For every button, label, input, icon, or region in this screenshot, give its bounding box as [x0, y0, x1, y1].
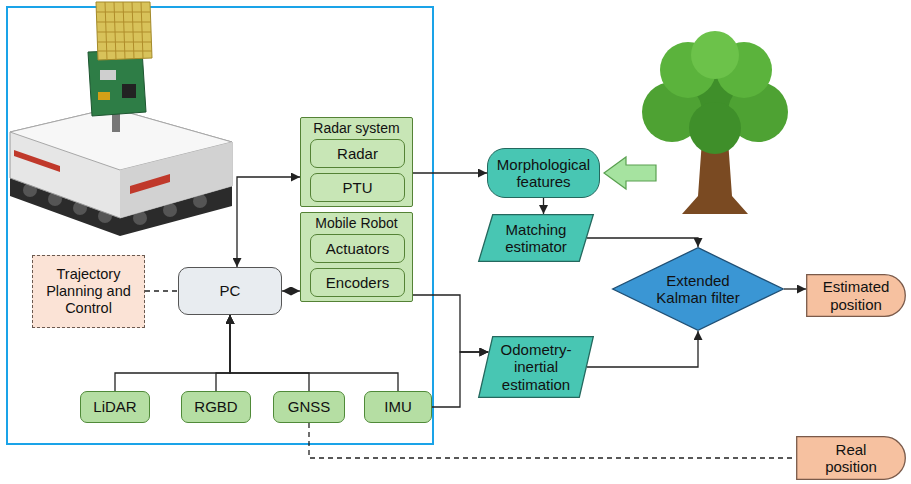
sensor-box: IMU [364, 391, 432, 423]
text-stack: Trajectory Planning and Control [37, 266, 140, 316]
connector [145, 290, 178, 291]
connector [432, 352, 488, 407]
component-box: Radar [310, 139, 405, 168]
outline-path [807, 275, 906, 317]
text-stack: Matching estimator [496, 221, 576, 256]
sensor-box: LiDAR [80, 391, 150, 423]
component-box: Encoders [310, 268, 405, 297]
node-label: RGBD [186, 398, 246, 415]
text-stack: PTU [315, 179, 400, 196]
text-stack: Estimated position [818, 278, 894, 313]
text-stack: GNSS [278, 398, 340, 415]
component-box: Actuators [310, 234, 405, 263]
text-stack: PC [183, 282, 277, 299]
connector [237, 177, 300, 267]
node-label: LiDAR [85, 398, 145, 415]
feature-arrow [604, 157, 656, 189]
computer-box: PC [178, 267, 282, 315]
decision-diamond: Extended Kalman filter [612, 247, 784, 331]
sensor-box: GNSS [273, 391, 345, 423]
connector [413, 295, 488, 352]
sensor-box: RGBD [181, 391, 251, 423]
node-label: Odometry-inertial estimation [496, 341, 576, 393]
text-stack: Extended Kalman filter [655, 272, 741, 307]
node-label: PTU [315, 179, 400, 196]
node-label: GNSS [278, 398, 340, 415]
node-label: Matching estimator [496, 221, 576, 256]
subsystem-box: Radar systemRadarPTU [300, 117, 413, 207]
connector [216, 315, 230, 391]
text-stack: IMU [369, 398, 427, 415]
data-parallelogram: Matching estimator [478, 214, 594, 262]
node-label: Estimated position [818, 278, 894, 313]
node-label: Morphological features [492, 156, 595, 191]
component-box: PTU [310, 173, 405, 202]
connector [587, 238, 698, 247]
text-stack: Encoders [315, 274, 400, 291]
text-stack: RGBD [186, 398, 246, 415]
node-label: IMU [369, 398, 427, 415]
feature-box: Morphological features [487, 148, 600, 198]
connector [587, 331, 698, 367]
text-stack: Odometry-inertial estimation [496, 341, 576, 393]
outline-path [479, 215, 594, 262]
planning-box: Trajectory Planning and Control [32, 255, 145, 328]
tree-illustration [642, 31, 788, 214]
node-label: Actuators [315, 240, 400, 257]
group-heading: Mobile Robot [301, 214, 412, 232]
output-terminator: Estimated position [806, 274, 906, 317]
text-stack: Morphological features [492, 156, 595, 191]
subsystem-box: Mobile RobotActuatorsEncoders [300, 212, 413, 302]
text-stack: Actuators [315, 240, 400, 257]
node-label: Extended Kalman filter [655, 272, 741, 307]
outline-path [479, 337, 594, 398]
robot-illustration [10, 2, 232, 236]
node-label: Real position [808, 441, 894, 476]
text-stack: Real position [808, 441, 894, 476]
data-parallelogram: Odometry-inertial estimation [478, 336, 594, 398]
connector [230, 315, 309, 391]
connector [282, 290, 300, 291]
text-stack: Radar [315, 145, 400, 162]
system-frame [7, 7, 433, 444]
connector [543, 198, 544, 214]
connector [309, 423, 796, 458]
text-stack: LiDAR [85, 398, 145, 415]
connector [230, 315, 398, 391]
output-terminator: Real position [796, 436, 906, 480]
node-label: Encoders [315, 274, 400, 291]
node-label: PC [183, 282, 277, 299]
node-label: Radar [315, 145, 400, 162]
connector [784, 288, 806, 289]
connector [413, 172, 487, 173]
group-heading: Radar system [301, 119, 412, 137]
outline-path [797, 437, 906, 480]
outline-path [613, 248, 784, 331]
node-label: Trajectory Planning and Control [37, 266, 140, 316]
